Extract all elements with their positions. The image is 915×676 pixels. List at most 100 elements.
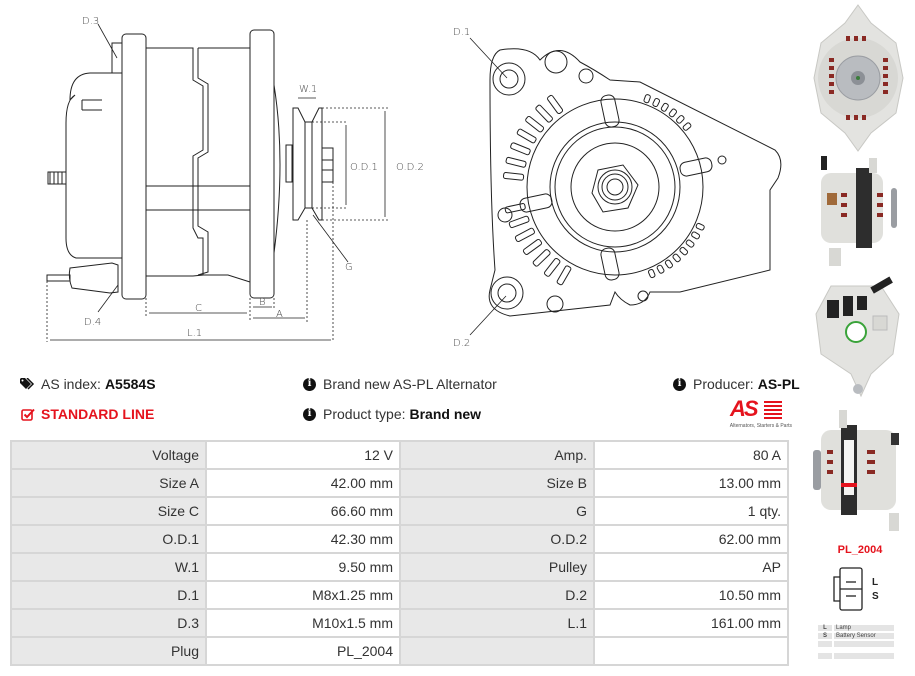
spec-value: 10.50 mm (593, 580, 789, 610)
cooling-fin (532, 249, 551, 267)
cooling-fin (652, 98, 660, 107)
info-icon: i (302, 377, 317, 392)
logo-stripes (764, 401, 782, 419)
spec-label: Pulley (399, 552, 595, 582)
label-d1: D.1 (453, 27, 470, 38)
cooling-fin (547, 95, 564, 115)
cooling-fin (556, 265, 571, 285)
label-od2: O.D.2 (396, 162, 424, 173)
label-b: B (259, 297, 266, 308)
cooling-fin (535, 104, 553, 123)
spec-value: 66.60 mm (205, 496, 401, 526)
cooling-fin (510, 142, 531, 155)
mount-hole-d2 (498, 284, 516, 302)
spec-label: L.1 (399, 608, 595, 638)
as-pl-logo: AS Alternators, Starters & Parts (716, 398, 792, 432)
description: i Brand new AS-PL Alternator (302, 376, 497, 392)
spec-label: G (399, 496, 595, 526)
pin-description: Battery Sensor (834, 633, 894, 639)
spec-value (593, 636, 789, 666)
spec-label: D.3 (10, 608, 207, 638)
info-icon: i (302, 407, 317, 422)
as-index: AS index: A5584S (20, 376, 156, 392)
side-view-photo[interactable] (811, 153, 906, 271)
terminal-stud (48, 172, 66, 184)
checkbox-checked-icon (20, 407, 35, 422)
terminal-l: L (872, 577, 878, 588)
as-index-label: AS index: (41, 376, 101, 392)
spec-label: Size C (10, 496, 207, 526)
cooling-fin (691, 231, 700, 239)
spec-label: O.D.1 (10, 524, 207, 554)
pin-description: Lamp (834, 625, 894, 631)
spec-value: AP (593, 552, 789, 582)
plug-name: PL_2004 (837, 544, 883, 556)
cooling-fin (503, 172, 524, 180)
side-view-drawing: D.3 D.4 W.1 O.D.1 O.D.2 G C B A L.1 (0, 16, 424, 360)
spec-value: M8x1.25 mm (205, 580, 401, 610)
front-view-photo[interactable] (811, 3, 906, 153)
pin-code (818, 641, 832, 647)
cooling-fin (661, 103, 669, 112)
front-flange (250, 30, 274, 298)
side-view-photo-2[interactable] (811, 405, 906, 535)
spec-label: Voltage (10, 440, 207, 470)
label-g: G (345, 262, 353, 273)
pin-row (818, 653, 894, 659)
label-w1: W.1 (299, 84, 317, 95)
cooling-fin (656, 265, 664, 274)
info-icon: i (672, 377, 687, 392)
label-c: C (195, 303, 202, 314)
cooling-fin (696, 223, 705, 231)
pin-description (834, 641, 894, 647)
spec-value: 12 V (205, 440, 401, 470)
housing-outline (489, 49, 781, 316)
cooling-fin (679, 247, 688, 256)
cooling-fin (682, 122, 691, 131)
cooling-fin (515, 228, 535, 243)
rear-flange (122, 34, 146, 299)
spec-label (399, 636, 595, 666)
producer: i Producer: AS-PL (672, 376, 800, 392)
spec-value: M10x1.5 mm (205, 608, 401, 638)
spec-value: 1 qty. (593, 496, 789, 526)
spec-label: Plug (10, 636, 207, 666)
mount-hole-d1 (500, 70, 518, 88)
rear-view-photo[interactable] (811, 274, 906, 402)
label-d4: D.4 (84, 317, 101, 328)
standard-line-label: STANDARD LINE (41, 406, 155, 422)
pin-code: S (818, 633, 832, 639)
product-type: i Product type: Brand new (302, 406, 481, 422)
producer-value: AS-PL (757, 376, 800, 392)
pin-description (834, 653, 894, 659)
product-type-label: Product type: (323, 406, 406, 422)
standard-line-badge: STANDARD LINE (20, 406, 154, 422)
plug-diagram: L S (830, 565, 879, 615)
terminal-s: S (872, 591, 879, 602)
cooling-fin (544, 258, 561, 277)
label-d3: D.3 (82, 16, 99, 27)
cooling-fin (648, 269, 656, 278)
spec-label: O.D.2 (399, 524, 595, 554)
pin-code: L (818, 625, 832, 631)
spec-label: D.2 (399, 580, 595, 610)
cooling-fin (509, 216, 530, 228)
pin-row (818, 641, 894, 647)
spec-label: W.1 (10, 552, 207, 582)
cooling-fin (517, 128, 537, 143)
logo-text: AS (730, 396, 759, 421)
cooling-fin (523, 239, 543, 256)
spec-label: Amp. (399, 440, 595, 470)
spec-value: 42.00 mm (205, 468, 401, 498)
spec-value: 9.50 mm (205, 552, 401, 582)
